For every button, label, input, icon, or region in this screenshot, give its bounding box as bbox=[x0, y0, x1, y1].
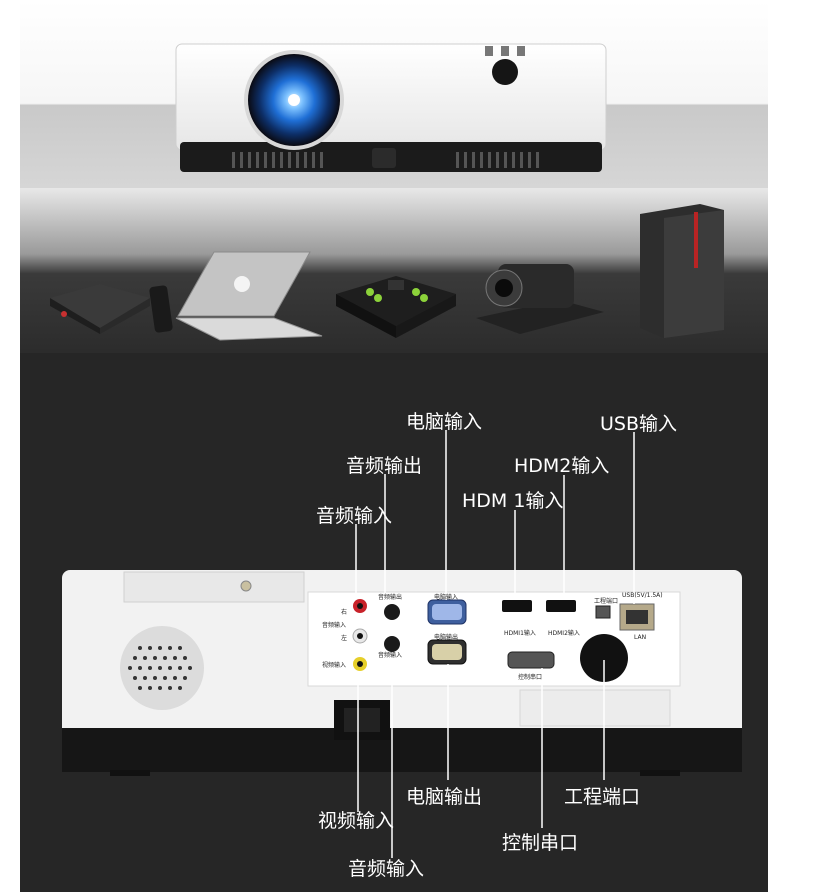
panel-label-pc-out: 电脑输出 bbox=[434, 634, 459, 641]
label-service-port: 工程端口 bbox=[564, 786, 641, 808]
label-hdmi1-in: HDM 1输入 bbox=[462, 490, 564, 512]
pc-tower-icon bbox=[640, 204, 724, 338]
laptop-icon bbox=[175, 251, 323, 341]
label-hdmi2-in: HDM2输入 bbox=[514, 455, 610, 477]
label-audio-in-bottom: 音频输入 bbox=[348, 858, 425, 880]
devices-image bbox=[50, 204, 724, 341]
label-video-in: 视频输入 bbox=[318, 810, 395, 832]
panel-label-right: 右 bbox=[341, 609, 348, 616]
game-console-icon bbox=[336, 276, 456, 338]
label-usb-input: USB输入 bbox=[600, 413, 678, 435]
tv-box-icon bbox=[50, 284, 150, 334]
panel-label-control: 控制串口 bbox=[518, 674, 543, 681]
panel-label-audio-out: 音频输出 bbox=[378, 594, 403, 601]
panel-label-hdmi1: HDMI1输入 bbox=[504, 630, 536, 637]
panel-label-audio-in-side: 音频输入 bbox=[322, 622, 347, 629]
label-audio-in-top: 音频输入 bbox=[316, 505, 393, 527]
panel-label-hdmi2: HDMI2输入 bbox=[548, 630, 580, 637]
panel-label-usb: USB(5V/1.5A) bbox=[622, 592, 663, 599]
label-control-port: 控制串口 bbox=[502, 832, 579, 854]
panel-label-audio-in: 音频输入 bbox=[378, 652, 403, 659]
panel-label-service: 工程端口 bbox=[594, 598, 619, 605]
projector-front-image bbox=[175, 43, 607, 172]
panel-label-pc-in: 电脑输入 bbox=[434, 594, 459, 601]
panel-label-video-in: 视频输入 bbox=[322, 662, 347, 669]
label-pc-input-top: 电脑输入 bbox=[406, 411, 483, 433]
panel-label-left: 左 bbox=[341, 635, 348, 642]
label-pc-out: 电脑输出 bbox=[406, 786, 483, 808]
label-audio-out: 音频输出 bbox=[346, 455, 423, 477]
panel-label-lan: LAN bbox=[634, 634, 647, 641]
camcorder-icon bbox=[476, 264, 604, 334]
